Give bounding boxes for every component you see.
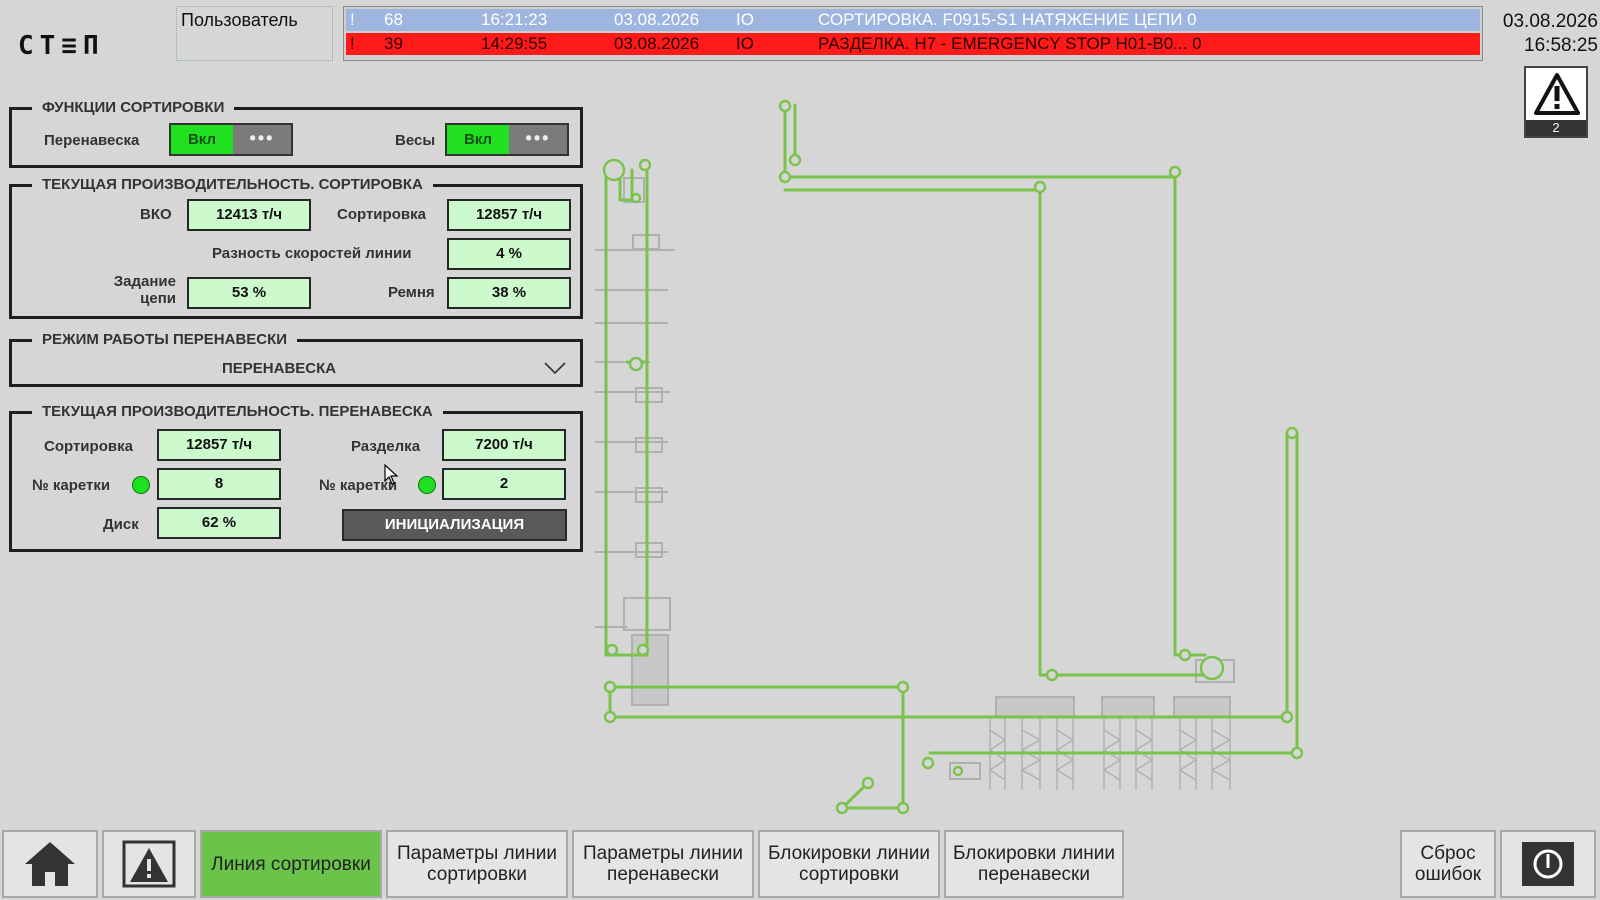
reset-errors-label: Сброс ошибок (1414, 843, 1482, 885)
carriage-2-status-led (418, 476, 436, 494)
nav-rehang-locks-label: Блокировки линии перенавески (953, 843, 1115, 885)
current-time: 16:58:25 (1524, 35, 1598, 56)
belt-value: 38 % (447, 277, 571, 309)
alarm-number: 39 (384, 34, 403, 53)
user-label: Пользователь (181, 10, 298, 30)
group-title: ТЕКУЩАЯ ПРОИЗВОДИТЕЛЬНОСТЬ. СОРТИРОВКА (32, 176, 433, 193)
initialization-button[interactable]: ИНИЦИАЛИЗАЦИЯ (342, 509, 567, 541)
nav-rehang-params[interactable]: Параметры линии перенавески (572, 830, 754, 898)
reset-errors-button[interactable]: Сброс ошибок (1400, 830, 1496, 898)
nav-rehang-locks[interactable]: Блокировки линии перенавески (944, 830, 1124, 898)
current-date: 03.08.2026 (1502, 11, 1598, 32)
alarm-status: IO (736, 10, 754, 29)
carriage-2-label: № каретки (319, 477, 398, 494)
scales-toggle[interactable]: Вкл ••• (445, 123, 569, 156)
scales-label: Весы (395, 132, 436, 149)
alarm-date: 03.08.2026 (614, 10, 700, 29)
nav-rehang-params-label: Параметры линии перенавески (583, 843, 743, 885)
clock: 03.08.2026 16:58:25 (1492, 10, 1598, 58)
alarms-nav-button[interactable] (102, 830, 196, 898)
rehang-performance-group: ТЕКУЩАЯ ПРОИЗВОДИТЕЛЬНОСТЬ. ПЕРЕНАВЕСКА … (9, 403, 583, 552)
cut-value: 7200 т/ч (442, 429, 566, 461)
nav-sort-params[interactable]: Параметры линии сортировки (386, 830, 568, 898)
group-title: РЕЖИМ РАБОТЫ ПЕРЕНАВЕСКИ (32, 331, 298, 348)
alarm-flag: ! (350, 10, 355, 29)
sort-value: 12857 т/ч (447, 199, 571, 231)
vko-value: 12413 т/ч (187, 199, 311, 231)
line-equipment-outline (595, 177, 1235, 780)
rehang-label: Перенавеска (44, 132, 140, 149)
rehang-more-button[interactable]: ••• (233, 125, 291, 154)
chevron-down-icon[interactable] (544, 362, 566, 374)
chain-setpoint-label: Задание цепи (100, 273, 176, 307)
nav-sort-locks[interactable]: Блокировки линии сортировки (758, 830, 940, 898)
alarm-count: 2 (1526, 120, 1586, 136)
scales-more-button[interactable]: ••• (509, 125, 567, 154)
belt-label: Ремня (388, 284, 435, 301)
chain-setpoint-label-line2: цепи (140, 290, 176, 307)
rehang-state[interactable]: Вкл (171, 125, 233, 154)
disc-label: Диск (103, 516, 139, 533)
rehang-mode-group: РЕЖИМ РАБОТЫ ПЕРЕНАВЕСКИ ПЕРЕНАВЕСКА (9, 331, 583, 387)
bottom-navigation: Линия сортировки Параметры линии сортиро… (0, 830, 1600, 900)
chain-setpoint-value: 53 % (187, 277, 311, 309)
alarm-triangle-icon (122, 840, 176, 888)
power-button[interactable] (1500, 830, 1596, 898)
alarm-status: IO (736, 34, 754, 53)
rehang-toggle[interactable]: Вкл ••• (169, 123, 293, 156)
alarm-triangle-icon (1534, 73, 1580, 115)
speed-diff-label: Разность скоростей линии (212, 245, 412, 262)
sort-functions-group: ФУНКЦИИ СОРТИРОВКИ Перенавеска Вкл ••• В… (9, 99, 583, 168)
speed-diff-value: 4 % (447, 238, 571, 270)
sort-label: Сортировка (337, 206, 426, 223)
vko-label: ВКО (140, 206, 172, 223)
nav-sort-params-label: Параметры линии сортировки (397, 843, 557, 885)
alarm-text: РАЗДЕЛКА. H7 - EMERGENCY STOP H01-B0... … (818, 34, 1202, 53)
cut-label: Разделка (351, 438, 421, 455)
alarm-text: СОРТИРОВКА. F0915-S1 НАТЯЖЕНИЕ ЦЕПИ 0 (818, 10, 1197, 29)
carriage-1-status-led (132, 476, 150, 494)
nav-sort-line-label: Линия сортировки (211, 853, 371, 875)
conveyor-pulleys (602, 99, 1304, 815)
alarm-row[interactable]: ! 39 14:29:55 03.08.2026 IO РАЗДЕЛКА. H7… (346, 33, 1480, 55)
scales-state[interactable]: Вкл (447, 125, 509, 154)
rehang-sort-value: 12857 т/ч (157, 429, 281, 461)
alarm-time: 14:29:55 (481, 34, 548, 53)
alarm-time: 16:21:23 (481, 10, 548, 29)
home-icon (25, 842, 75, 886)
rehang-mode-selected: ПЕРЕНАВЕСКА (222, 360, 337, 377)
home-button[interactable] (2, 830, 98, 898)
chain-setpoint-label-line1: Задание (113, 273, 176, 290)
sort-performance-group: ТЕКУЩАЯ ПРОИЗВОДИТЕЛЬНОСТЬ. СОРТИРОВКА В… (9, 176, 583, 319)
alarm-flag: ! (350, 34, 355, 53)
company-logo: CT≡Π (18, 31, 105, 61)
rehang-sort-label: Сортировка (44, 438, 133, 455)
nav-sort-line[interactable]: Линия сортировки (200, 830, 382, 898)
carriage-1-label: № каретки (32, 477, 111, 494)
alarm-number: 68 (384, 10, 403, 29)
disc-value: 62 % (157, 507, 281, 539)
mouse-cursor-icon (384, 464, 399, 485)
carriage-1-value: 8 (157, 468, 281, 500)
group-title: ФУНКЦИИ СОРТИРОВКИ (32, 99, 235, 116)
alarm-date: 03.08.2026 (614, 34, 700, 53)
conveyor-line-diagram (595, 99, 1304, 815)
user-login-button[interactable]: Пользователь (176, 6, 333, 61)
nav-sort-locks-label: Блокировки линии сортировки (768, 843, 930, 885)
alarm-list[interactable]: ! 68 16:21:23 03.08.2026 IO СОРТИРОВКА. … (343, 6, 1483, 61)
power-icon (1522, 842, 1574, 886)
rehang-mode-select[interactable]: ПЕРЕНАВЕСКА (18, 356, 574, 382)
group-title: ТЕКУЩАЯ ПРОИЗВОДИТЕЛЬНОСТЬ. ПЕРЕНАВЕСКА (32, 403, 443, 420)
alarm-indicator-button[interactable]: 2 (1524, 66, 1588, 138)
carriage-2-value: 2 (442, 468, 566, 500)
alarm-row[interactable]: ! 68 16:21:23 03.08.2026 IO СОРТИРОВКА. … (346, 9, 1480, 31)
